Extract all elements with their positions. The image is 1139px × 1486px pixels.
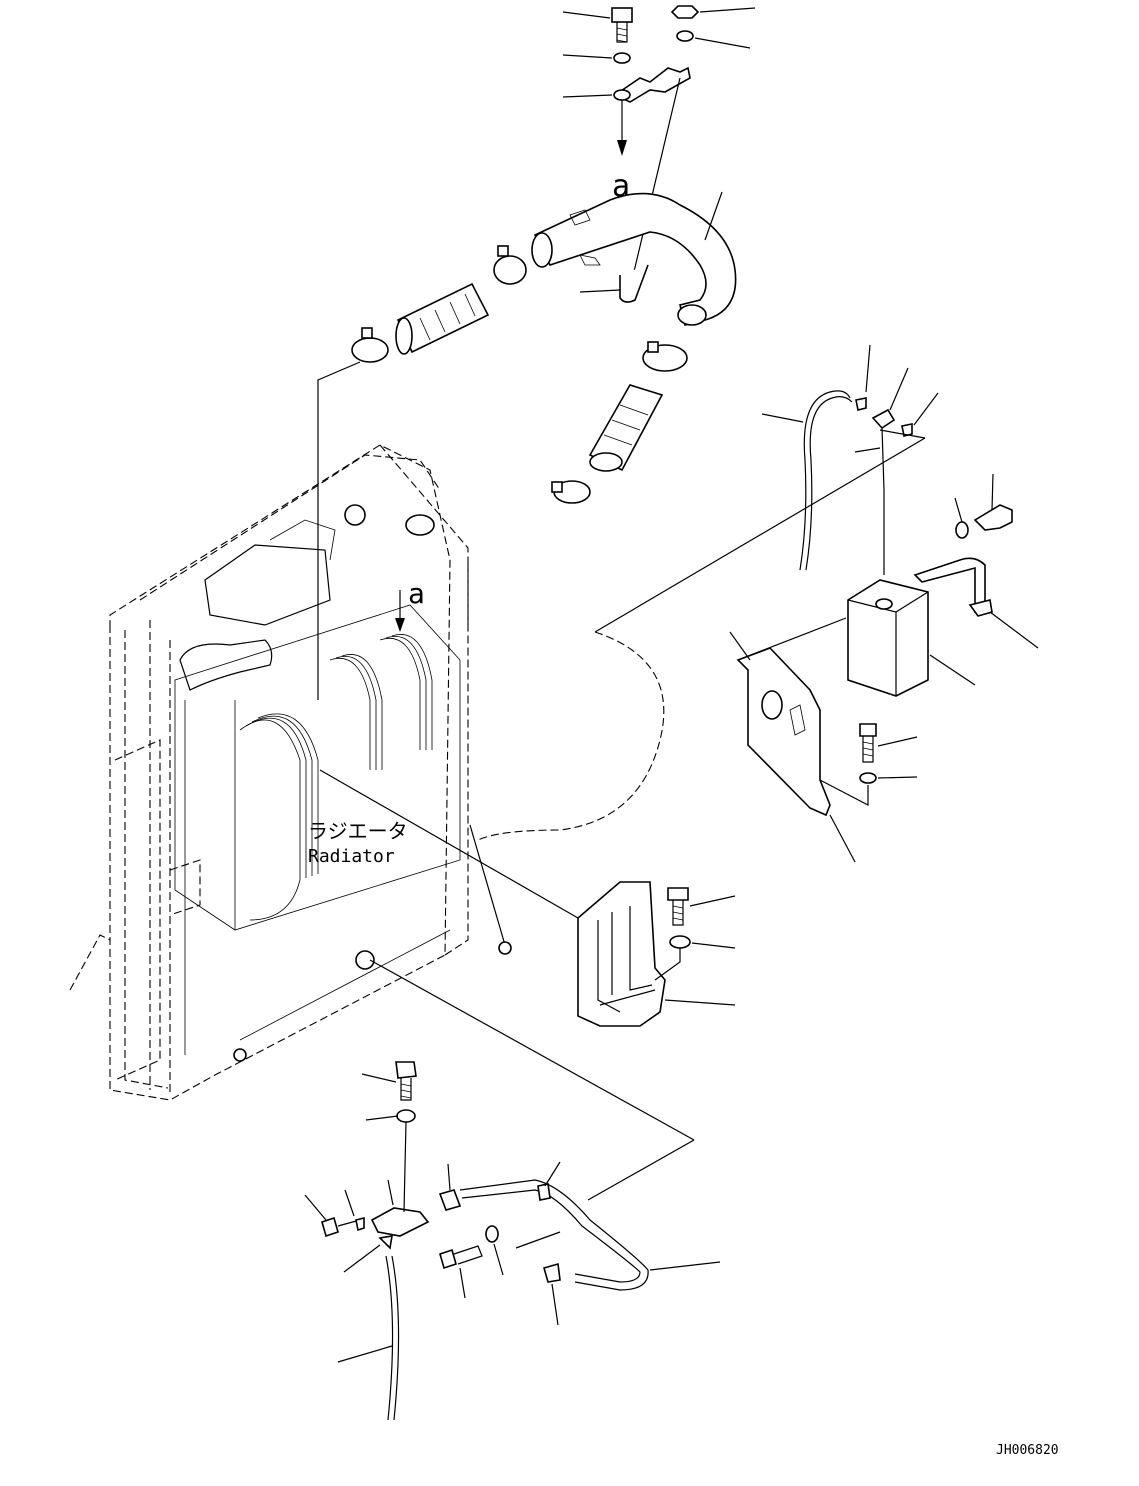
drawing-number: JH006820: [996, 1443, 1059, 1458]
lower-bracket-group: [319, 769, 736, 1027]
detail-arrow-radiator: [395, 618, 405, 632]
radiator-assembly: a ラジエータ Radiator: [69, 444, 512, 1101]
drain-group: [304, 959, 721, 1421]
upper-pipe-group: [317, 191, 737, 700]
radiator-label-jp: ラジエータ: [308, 819, 408, 843]
reserve-tank-group: [477, 344, 1039, 863]
detail-letter-radiator: a: [408, 577, 425, 610]
radiator-label-en: Radiator: [308, 846, 395, 867]
